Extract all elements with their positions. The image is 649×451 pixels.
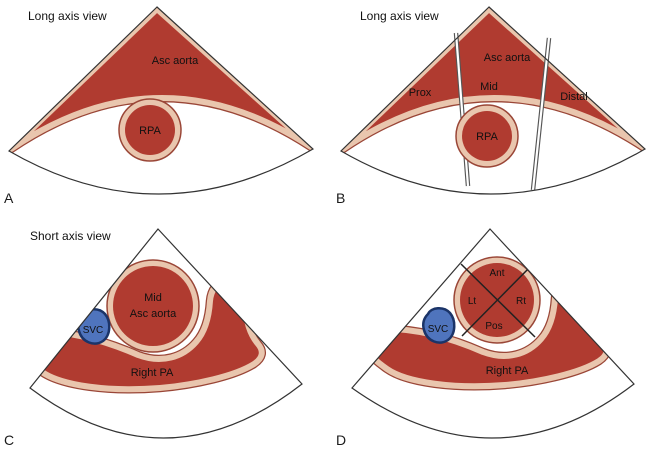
label-asc-aorta-b: Asc aorta xyxy=(484,52,531,64)
panel-b: Long axis view Prox Asc aorta Mid Distal… xyxy=(336,6,647,206)
asc-aorta-vessel-c xyxy=(106,259,200,353)
label-rpa-b: RPA xyxy=(476,131,498,143)
label-right-pa-d: Right PA xyxy=(486,365,529,377)
label-lt-d: Lt xyxy=(468,296,477,307)
label-mid-b: Mid xyxy=(480,81,498,93)
label-rpa-a: RPA xyxy=(139,125,161,137)
label-ant-d: Ant xyxy=(489,268,504,279)
panel-d: Ant Lt Rt Pos SVC Right PA D xyxy=(336,228,635,448)
rpa-vessel-b xyxy=(455,104,519,168)
view-label-a: Long axis view xyxy=(28,9,107,23)
panel-letter-a: A xyxy=(4,190,14,206)
label-svc-d: SVC xyxy=(428,324,449,335)
svc-vessel-d xyxy=(421,307,456,344)
panel-letter-d: D xyxy=(336,432,346,448)
label-prox-b: Prox xyxy=(409,87,432,99)
asc-aorta-region-b xyxy=(341,7,645,154)
rpa-vessel-a xyxy=(118,98,182,162)
label-svc-c: SVC xyxy=(83,325,104,336)
sector-outline-a xyxy=(8,6,315,195)
divider-line-prox-mid xyxy=(453,32,471,187)
sector-outline-b xyxy=(340,6,647,195)
sector-outline-c xyxy=(29,228,303,439)
panel-c: Short axis view Mid Asc aorta SVC Right … xyxy=(4,228,303,448)
panel-letter-b: B xyxy=(336,190,345,206)
asc-aorta-region-a xyxy=(9,7,313,154)
label-distal-b: Distal xyxy=(560,91,588,103)
view-label-c: Short axis view xyxy=(30,229,111,243)
label-asc-aorta-a: Asc aorta xyxy=(152,55,199,67)
divider-line-mid-distal xyxy=(530,37,552,191)
label-mid-c: Mid xyxy=(144,292,162,304)
panel-a: Long axis view Asc aorta RPA A xyxy=(4,6,315,206)
quadrant-divider-lines-d xyxy=(460,262,536,338)
label-asc-aorta-c: Asc aorta xyxy=(130,308,177,320)
sector-outline-d xyxy=(351,228,635,439)
label-pos-d: Pos xyxy=(485,321,502,332)
panel-letter-c: C xyxy=(4,432,14,448)
label-rt-d: Rt xyxy=(516,296,526,307)
label-right-pa-c: Right PA xyxy=(131,367,174,379)
view-label-b: Long axis view xyxy=(360,9,439,23)
